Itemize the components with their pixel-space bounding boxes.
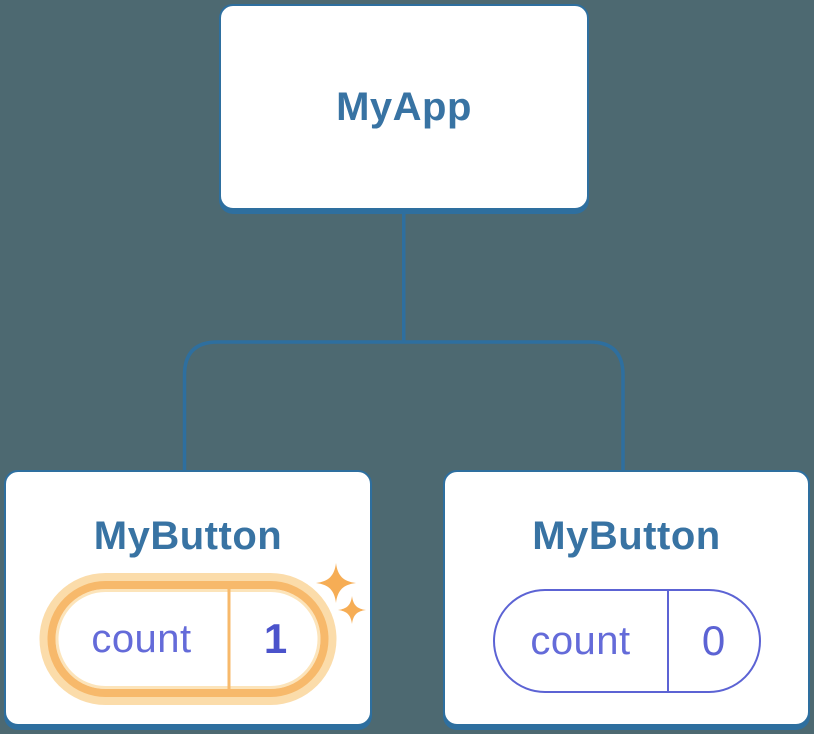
node-label: MyButton <box>532 514 721 558</box>
state-pill: count 0 <box>492 589 761 693</box>
node-mybutton-updated: MyButton count 1 <box>4 470 372 726</box>
state-value: 0 <box>666 591 759 691</box>
state-key-label: count <box>91 616 192 661</box>
node-myapp: MyApp <box>219 4 589 210</box>
node-mybutton: MyButton count 0 <box>443 470 810 726</box>
sparkle-icon-small <box>338 596 366 624</box>
state-pill-highlighted: count 1 <box>47 581 329 697</box>
node-label: MyApp <box>336 85 472 129</box>
state-key-label: count <box>530 618 631 663</box>
connector-bracket <box>182 340 625 472</box>
state-value: 1 <box>227 589 321 689</box>
node-label: MyButton <box>93 514 283 558</box>
sparkle-icon-large <box>316 563 356 603</box>
